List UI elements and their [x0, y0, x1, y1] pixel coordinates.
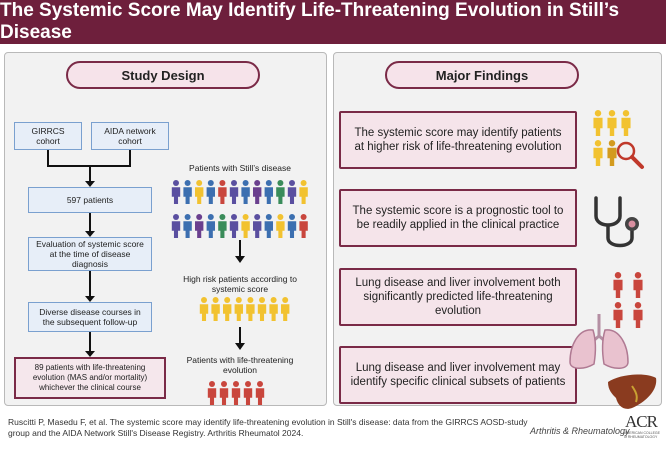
person-figure — [269, 297, 278, 321]
liver-icon — [608, 374, 657, 409]
finding-item-3: Lung disease and liver involvement both … — [339, 268, 577, 326]
label-high-risk: High risk patients according to systemic… — [183, 274, 297, 294]
person-figure — [207, 381, 217, 405]
person-figure — [195, 214, 204, 238]
person-figure — [246, 297, 255, 321]
evaluation-box: Evaluation of systemic score at the time… — [28, 237, 152, 271]
people-crowd-icon — [171, 180, 308, 238]
person-figure — [257, 297, 267, 321]
study-design-heading: Study Design — [66, 61, 260, 89]
person-figure — [229, 180, 239, 204]
person-figure — [171, 180, 181, 204]
person-figure — [241, 180, 250, 204]
person-figure — [219, 381, 229, 405]
person-figure — [613, 272, 623, 298]
page-title: The Systemic Score May Identify Life-Thr… — [0, 0, 666, 44]
acr-logo-subtitle: AMERICAN COLLEGE of RHEUMATOLOGY — [624, 431, 660, 439]
stethoscope-icon — [594, 196, 639, 248]
person-figure — [593, 110, 603, 136]
person-figure — [253, 180, 262, 204]
study-design-panel — [4, 52, 327, 406]
cohort-aida-box: AIDA network cohort — [91, 122, 169, 150]
person-figure — [287, 214, 297, 238]
label-life-threatening: Patients with life-threatening evolution — [186, 355, 294, 375]
person-figure — [211, 297, 220, 321]
person-figure — [621, 110, 631, 136]
person-figure — [183, 214, 192, 238]
person-figure — [276, 180, 285, 204]
finding-item-4: Lung disease and liver involvement may i… — [339, 346, 577, 404]
person-figure — [218, 180, 227, 204]
person-figure — [633, 302, 643, 328]
acr-logo: ACR — [625, 412, 658, 431]
people-group-yellow-icon — [199, 297, 290, 321]
label-patients-stills: Patients with Still’s disease — [189, 163, 291, 173]
citation: Ruscitti P, Masedu F, et al. The systemi… — [8, 417, 528, 438]
disease-courses-box: Diverse disease courses in the subsequen… — [28, 302, 152, 332]
person-figure — [229, 214, 239, 238]
person-figure — [171, 214, 181, 238]
person-figure — [287, 180, 297, 204]
person-figure — [199, 297, 209, 321]
person-figure — [593, 140, 603, 166]
person-figure — [234, 297, 243, 321]
people-group-yellow-icon — [593, 110, 631, 166]
person-figure — [206, 180, 215, 204]
person-figure — [281, 297, 290, 321]
person-figure — [183, 180, 192, 204]
person-figure — [206, 214, 215, 238]
major-findings-heading: Major Findings — [385, 61, 579, 89]
person-figure — [607, 140, 617, 166]
person-figure — [241, 214, 250, 238]
finding-item-1: The systemic score may identify patients… — [339, 111, 577, 169]
person-figure — [299, 180, 308, 204]
person-figure — [253, 214, 262, 238]
people-group-red-icon — [613, 272, 643, 328]
cohort-girrcs-box: GIRRCS cohort — [14, 122, 82, 150]
journal-name: Arthritis & Rheumatology — [530, 426, 630, 436]
patients-count-box: 597 patients — [28, 187, 152, 213]
person-figure — [613, 302, 623, 328]
person-figure — [243, 381, 253, 405]
person-figure — [195, 180, 204, 204]
person-figure — [223, 297, 232, 321]
person-figure — [255, 381, 265, 405]
finding-item-2: The systemic score is a prognostic tool … — [339, 189, 577, 247]
lungs-icon — [569, 314, 629, 369]
person-figure — [607, 110, 617, 136]
person-figure — [264, 214, 273, 238]
person-figure — [633, 272, 643, 298]
person-figure — [231, 381, 241, 405]
person-figure — [264, 180, 273, 204]
person-figure — [276, 214, 285, 238]
person-figure — [299, 214, 308, 238]
person-figure — [218, 214, 227, 238]
outcome-box: 89 patients with life-threatening evolut… — [14, 357, 166, 399]
magnifier-icon — [616, 141, 644, 169]
people-group-red-icon — [207, 381, 265, 405]
